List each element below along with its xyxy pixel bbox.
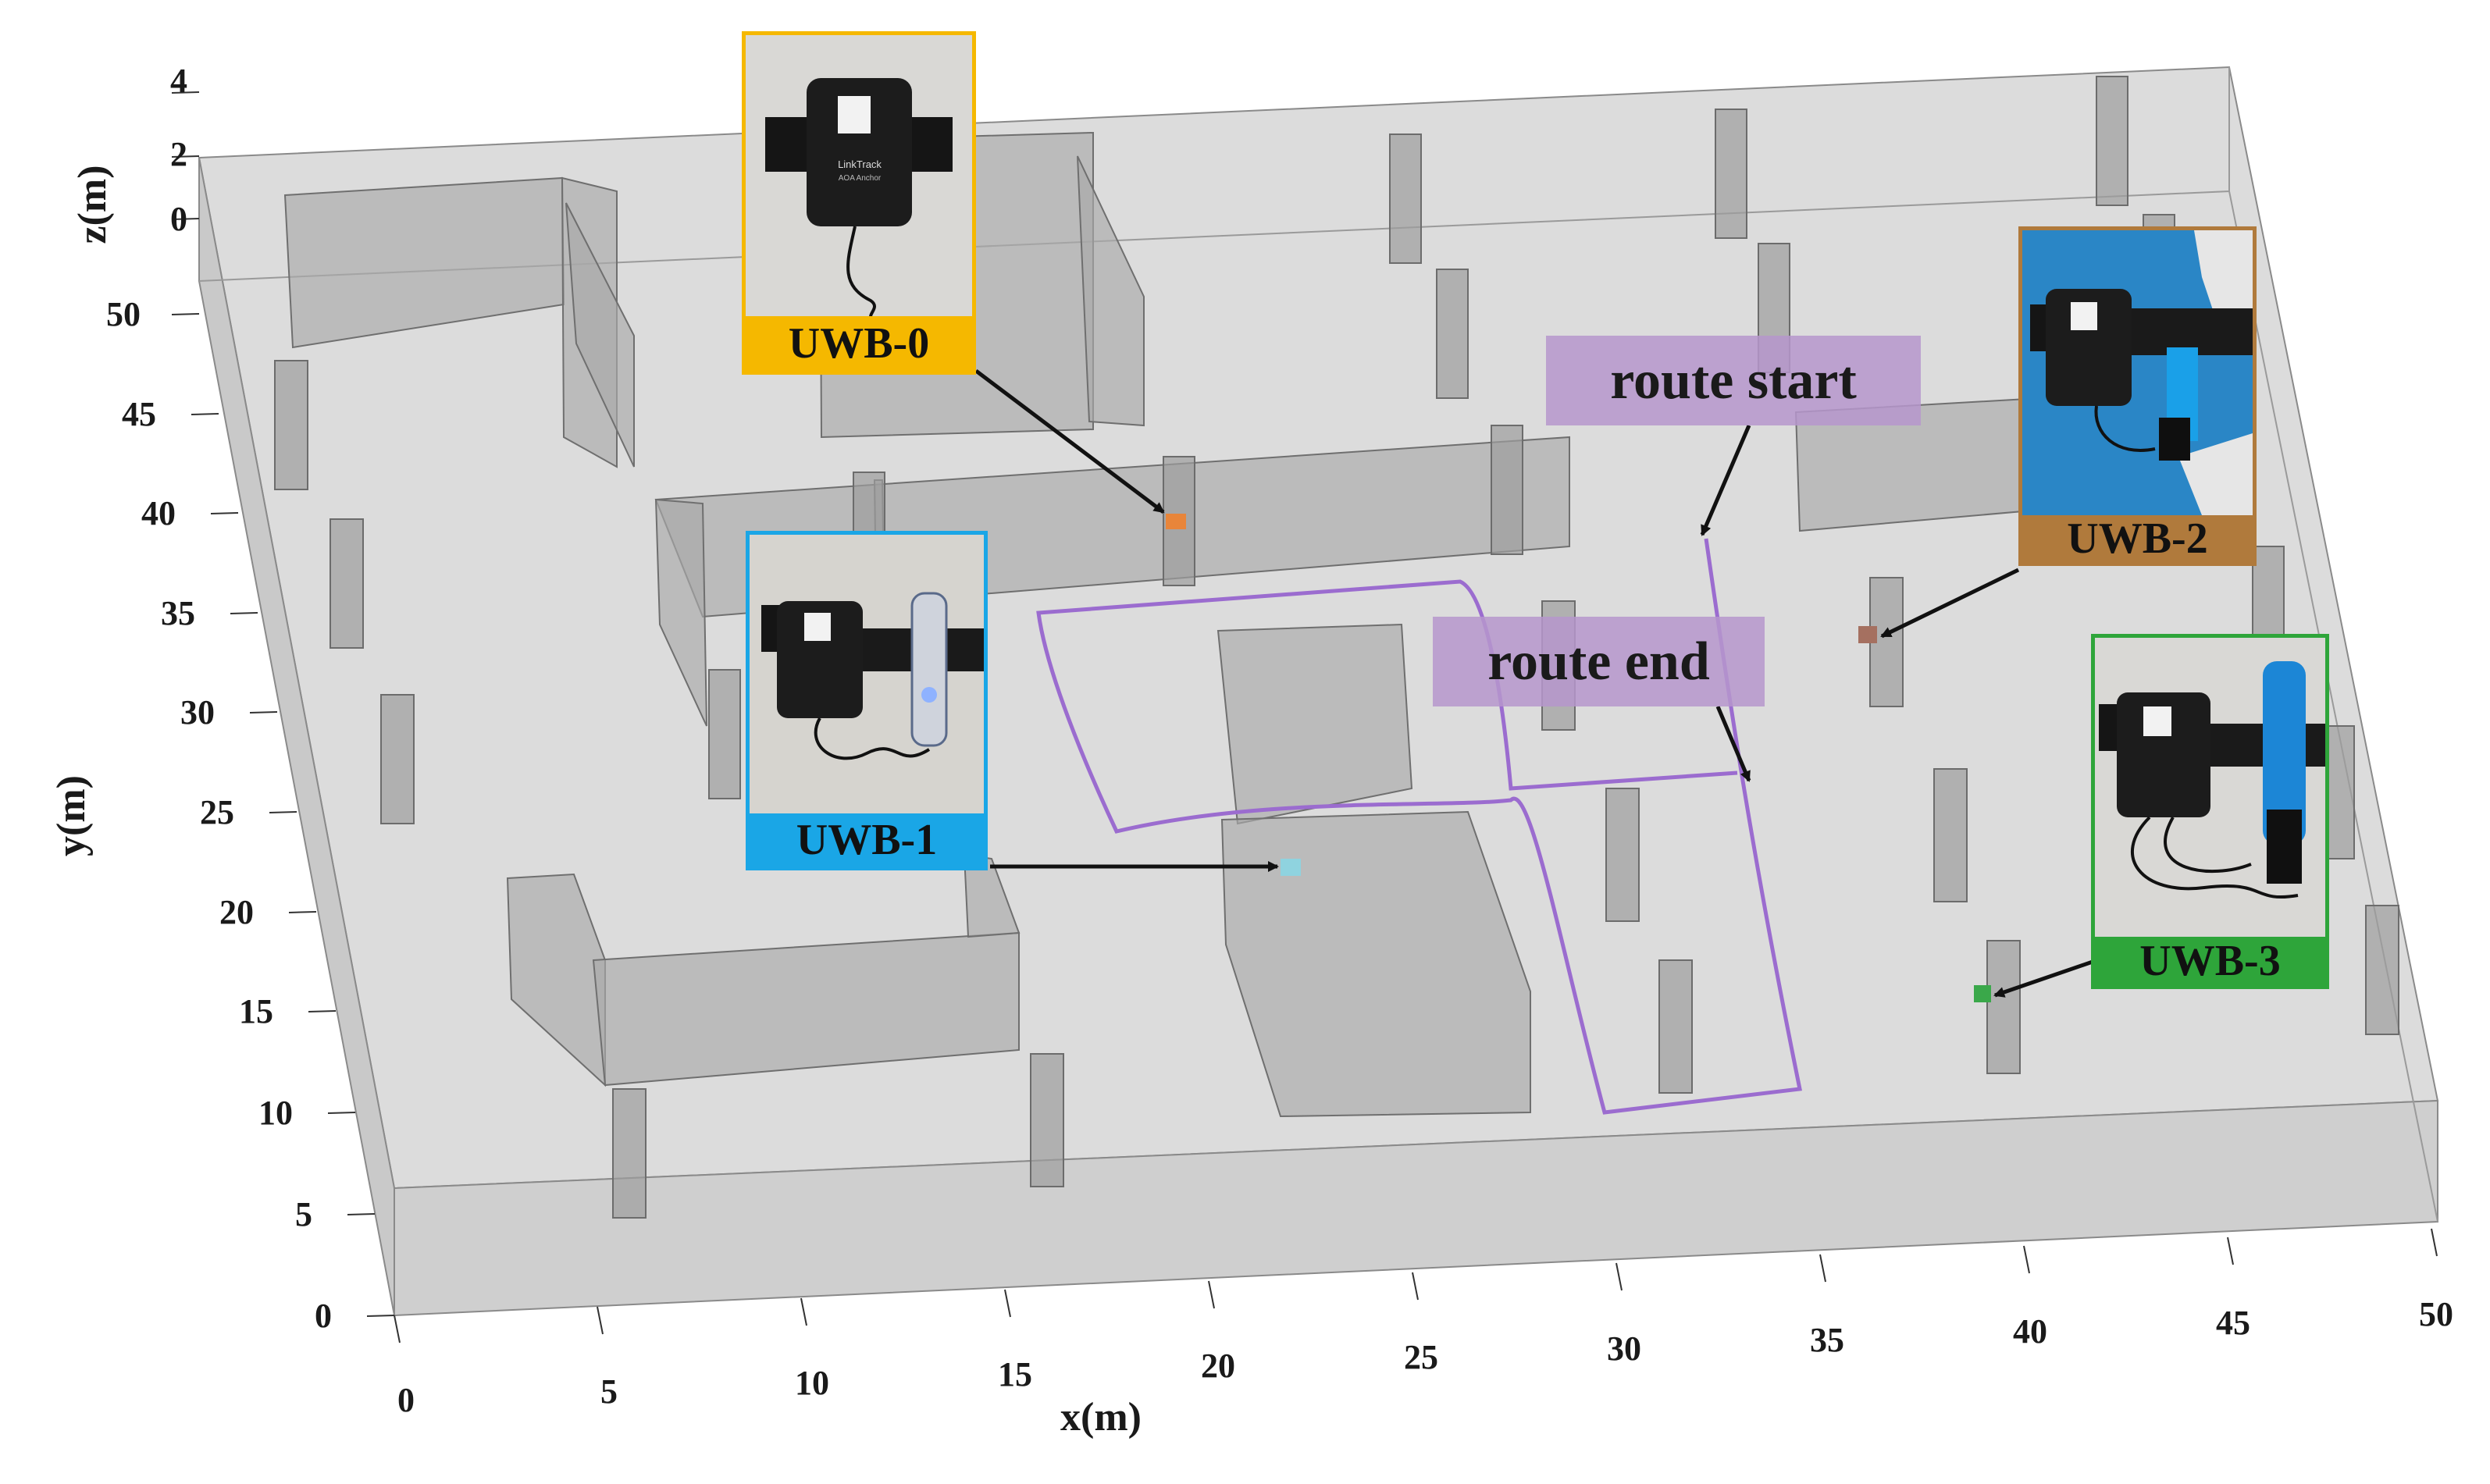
y-tick-40: 40	[141, 494, 176, 532]
z-tick-labels: 0 2 4	[170, 62, 187, 238]
uwb-0-marker	[1166, 514, 1186, 529]
route-trajectory	[1036, 538, 1802, 1115]
uwb-3-device-photo	[2095, 638, 2325, 942]
x-tick-35: 35	[1810, 1321, 1844, 1359]
uwb-3-arrow	[1993, 959, 2093, 998]
y-tick-15: 15	[239, 992, 273, 1030]
y-tick-50: 50	[106, 295, 141, 333]
uwb-1-device-photo	[750, 535, 984, 816]
z-axis-title: z(m)	[70, 165, 115, 244]
uwb-2-device-photo	[2022, 230, 2253, 515]
uwb-2-card: UWB-2	[2018, 226, 2257, 566]
y-tick-0: 0	[315, 1297, 332, 1335]
y-tick-35: 35	[161, 594, 195, 632]
uwb-1-label: UWB-1	[750, 813, 984, 867]
x-tick-45: 45	[2216, 1304, 2250, 1342]
x-tick-30: 30	[1607, 1329, 1641, 1368]
z-tick-0: 0	[170, 200, 187, 238]
y-tick-labels: 0 5 10 15 20 25 30 35 40 45 50	[106, 295, 332, 1335]
uwb-3-label: UWB-3	[2095, 937, 2325, 985]
z-tick-4: 4	[170, 62, 187, 100]
x-tick-10: 10	[795, 1364, 829, 1402]
uwb-2-marker	[1858, 626, 1877, 643]
y-tick-30: 30	[180, 693, 215, 731]
route-end-label: route end	[1433, 617, 1765, 706]
uwb-0-device-brand: LinkTrack	[838, 158, 882, 170]
x-tick-40: 40	[2013, 1312, 2047, 1351]
uwb-1-marker	[1281, 859, 1301, 876]
uwb-3-card: UWB-3	[2091, 634, 2329, 989]
uwb-0-device-model: AOA Anchor	[839, 174, 882, 183]
uwb-2-arrow	[1880, 568, 2020, 639]
route-start-arrow	[1700, 425, 1751, 536]
route-end-arrow	[1715, 706, 1751, 782]
axis-tick-marks	[171, 91, 2438, 1343]
x-tick-5: 5	[600, 1372, 618, 1411]
uwb-0-device-photo: LinkTrack AOA Anchor	[746, 35, 972, 320]
callout-arrows	[974, 369, 2093, 998]
y-tick-45: 45	[122, 395, 156, 433]
uwb-0-card: LinkTrack AOA Anchor UWB-0	[742, 31, 976, 375]
x-tick-50: 50	[2419, 1295, 2453, 1333]
uwb-0-label: UWB-0	[746, 316, 972, 371]
y-tick-20: 20	[219, 893, 254, 931]
y-tick-5: 5	[295, 1195, 312, 1233]
uwb-2-label: UWB-2	[2022, 514, 2253, 562]
x-tick-20: 20	[1201, 1347, 1235, 1385]
x-tick-labels: 0 5 10 15 20 25 30 35 40 45 50	[397, 1295, 2453, 1419]
uwb-3-marker	[1974, 985, 1991, 1002]
y-axis-title: y(m)	[49, 775, 94, 856]
y-tick-25: 25	[200, 793, 234, 831]
x-tick-15: 15	[998, 1355, 1032, 1393]
route-start-label: route start	[1546, 336, 1921, 425]
uwb-1-card: UWB-1	[746, 531, 988, 870]
x-axis-title: x(m)	[1060, 1395, 1142, 1440]
x-tick-0: 0	[397, 1381, 415, 1419]
z-tick-2: 2	[170, 135, 187, 173]
x-tick-25: 25	[1404, 1338, 1438, 1376]
anchor-markers	[1166, 514, 1991, 1002]
y-tick-10: 10	[258, 1094, 293, 1132]
uwb-0-arrow	[974, 369, 1165, 514]
